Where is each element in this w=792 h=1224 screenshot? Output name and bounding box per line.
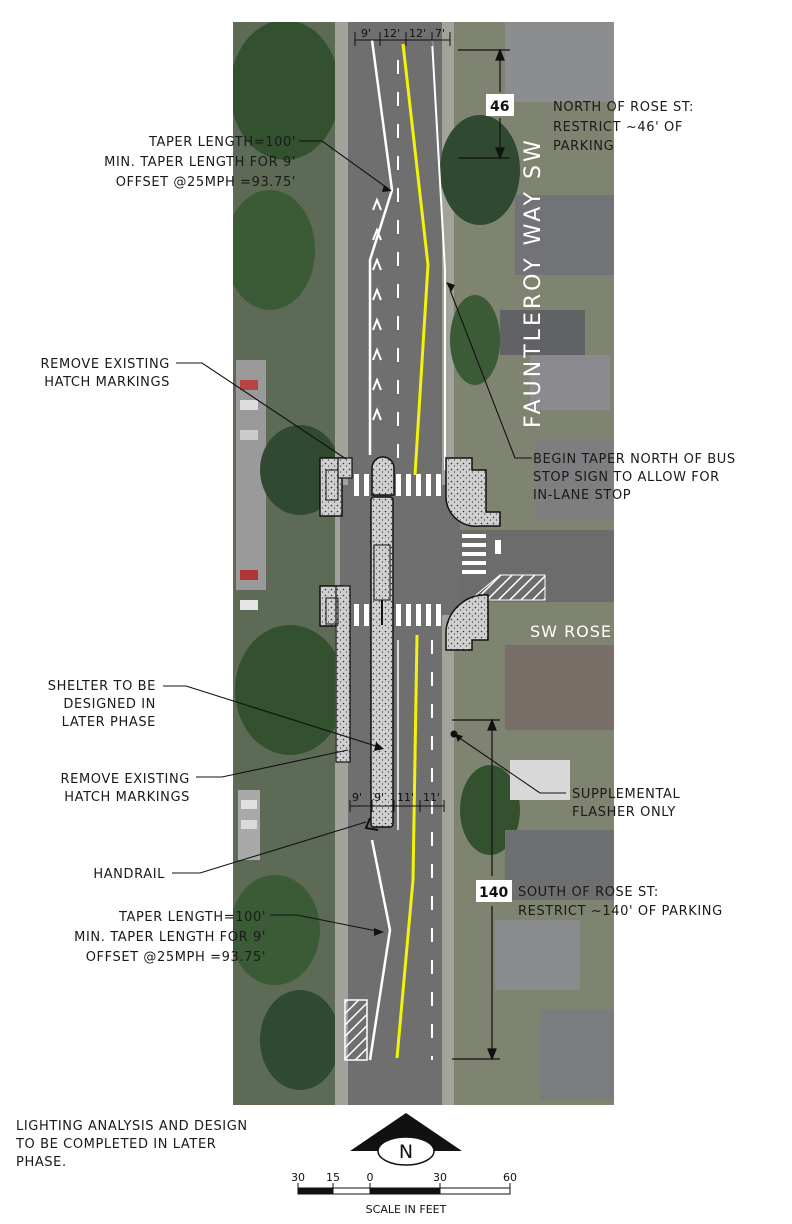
lane-width-n2: 12': [383, 27, 400, 40]
north-arrow-letter: N: [399, 1141, 413, 1163]
curb-return-southeast: [445, 594, 489, 651]
crosswalk-south: [354, 604, 441, 626]
house: [540, 1010, 614, 1100]
scale-tick-label: 30: [433, 1171, 447, 1184]
parking-hatch: [344, 999, 368, 1061]
scale-tick-label: 15: [326, 1171, 340, 1184]
callout-begin-taper: BEGIN TAPER NORTH OF BUS STOP SIGN TO AL…: [533, 452, 736, 503]
svg-text:SHELTER TO BE: SHELTER TO BE: [48, 679, 156, 694]
svg-text:OFFSET @25MPH =93.75': OFFSET @25MPH =93.75': [86, 950, 266, 965]
scale-bar: 30 15 0 30 60 SCALE IN FEET: [291, 1171, 517, 1216]
scale-bar-label: SCALE IN FEET: [366, 1203, 447, 1216]
crosswalk-rose: [462, 534, 501, 574]
leader-remove-hatch-2: [196, 749, 349, 778]
street-name-fauntleroy: FAUNTLEROY WAY SW: [521, 137, 546, 428]
svg-text:LIGHTING ANALYSIS AND DESIGN: LIGHTING ANALYSIS AND DESIGN: [16, 1119, 248, 1134]
callout-shelter: SHELTER TO BE DESIGNED IN LATER PHASE: [48, 679, 156, 730]
leader-flasher: [457, 736, 566, 794]
lane-width-n1: 9': [361, 27, 371, 40]
callout-remove-hatch-1: REMOVE EXISTING HATCH MARKINGS: [41, 357, 171, 390]
svg-text:IN-LANE STOP: IN-LANE STOP: [533, 488, 631, 503]
restrict-dim-south-box: [476, 880, 512, 902]
house: [530, 355, 610, 410]
callout-taper-north: TAPER LENGTH=100' MIN. TAPER LENGTH FOR …: [104, 135, 296, 190]
lane-width-n4: 7': [435, 27, 445, 40]
callout-south-restrict: SOUTH OF ROSE ST: RESTRICT ~140' OF PARK…: [518, 885, 723, 919]
restrict-dim-north: [458, 48, 510, 160]
house: [515, 195, 614, 275]
svg-text:PHASE.: PHASE.: [16, 1155, 67, 1170]
restrict-dim-north-box: [486, 94, 514, 116]
svg-text:TAPER LENGTH=100': TAPER LENGTH=100': [148, 135, 296, 150]
house: [500, 310, 585, 355]
lane-striping: [368, 39, 446, 1061]
callout-flasher: SUPPLEMENTAL FLASHER ONLY: [572, 787, 680, 820]
scale-tick-label: 30: [291, 1171, 305, 1184]
median-nose-north: [371, 456, 395, 496]
house: [505, 830, 614, 900]
svg-text:TAPER LENGTH=100': TAPER LENGTH=100': [118, 910, 266, 925]
leader-shelter: [163, 685, 383, 749]
leader-taper-south: [270, 914, 383, 933]
svg-text:SOUTH OF ROSE ST:: SOUTH OF ROSE ST:: [518, 885, 659, 900]
svg-text:MIN. TAPER LENGTH FOR 9': MIN. TAPER LENGTH FOR 9': [104, 155, 296, 170]
house: [510, 760, 570, 800]
lane-width-s4: 11': [423, 791, 440, 804]
svg-text:SUPPLEMENTAL: SUPPLEMENTAL: [572, 787, 680, 802]
lane-width-s1: 9': [352, 791, 362, 804]
leader-remove-hatch-1: [176, 362, 347, 460]
lane-dim-south: [349, 800, 445, 812]
leader-taper-north: [299, 140, 391, 191]
svg-text:OFFSET @25MPH =93.75': OFFSET @25MPH =93.75': [116, 175, 296, 190]
west-curb-bulb-south: [319, 585, 351, 763]
svg-text:DESIGNED IN: DESIGNED IN: [63, 697, 156, 712]
callout-handrail: HANDRAIL: [93, 867, 165, 882]
leader-handrail: [172, 821, 367, 874]
house: [495, 920, 580, 990]
west-curb-bulb-north: [319, 457, 353, 517]
restrict-dim-south: [452, 718, 500, 1061]
centerline-north: [401, 43, 430, 476]
svg-text:REMOVE EXISTING: REMOVE EXISTING: [41, 357, 171, 372]
svg-text:MIN. TAPER LENGTH FOR 9': MIN. TAPER LENGTH FOR 9': [74, 930, 266, 945]
house: [505, 645, 614, 730]
lane-width-n3: 12': [409, 27, 426, 40]
scale-tick-label: 60: [503, 1171, 517, 1184]
svg-text:PARKING: PARKING: [553, 139, 614, 154]
restrict-length-north: 46: [490, 99, 509, 115]
callout-north-restrict: NORTH OF ROSE ST: RESTRICT ~46' OF PARKI…: [553, 100, 694, 154]
svg-text:STOP SIGN TO ALLOW FOR: STOP SIGN TO ALLOW FOR: [533, 470, 720, 485]
centerline-south: [395, 634, 419, 1059]
lane-width-s2: 9': [374, 791, 384, 804]
curb-return-northeast: [445, 457, 501, 528]
scale-tick-label: 0: [367, 1171, 374, 1184]
callout-taper-south: TAPER LENGTH=100' MIN. TAPER LENGTH FOR …: [74, 910, 266, 965]
note-lighting: LIGHTING ANALYSIS AND DESIGN TO BE COMPL…: [15, 1119, 248, 1170]
svg-text:LATER PHASE: LATER PHASE: [62, 715, 156, 730]
svg-text:RESTRICT ~140' OF PARKING: RESTRICT ~140' OF PARKING: [518, 904, 723, 919]
restrict-length-south: 140: [479, 885, 508, 901]
lane-dim-north: [354, 32, 451, 46]
svg-text:RESTRICT ~46' OF: RESTRICT ~46' OF: [553, 120, 683, 135]
corner-hatch: [468, 574, 546, 601]
svg-text:REMOVE EXISTING: REMOVE EXISTING: [61, 772, 191, 787]
svg-text:BEGIN TAPER NORTH OF BUS: BEGIN TAPER NORTH OF BUS: [533, 452, 736, 467]
house: [505, 22, 614, 102]
callout-remove-hatch-2: REMOVE EXISTING HATCH MARKINGS: [61, 772, 191, 805]
svg-text:NORTH OF ROSE ST:: NORTH OF ROSE ST:: [553, 100, 694, 115]
svg-text:HATCH MARKINGS: HATCH MARKINGS: [64, 790, 190, 805]
svg-text:FLASHER ONLY: FLASHER ONLY: [572, 805, 676, 820]
lane-width-s3: 11': [397, 791, 414, 804]
house: [535, 440, 614, 520]
crosswalk-north: [354, 474, 441, 496]
street-name-rose: SW ROSE ST: [530, 622, 640, 641]
leader-begin-taper: [449, 289, 532, 459]
north-arrow: N: [350, 1113, 462, 1166]
aerial-photo: [233, 22, 614, 1105]
handrail-end: [364, 817, 379, 831]
svg-text:HATCH MARKINGS: HATCH MARKINGS: [44, 375, 170, 390]
svg-text:TO BE COMPLETED IN LATER: TO BE COMPLETED IN LATER: [15, 1137, 216, 1152]
